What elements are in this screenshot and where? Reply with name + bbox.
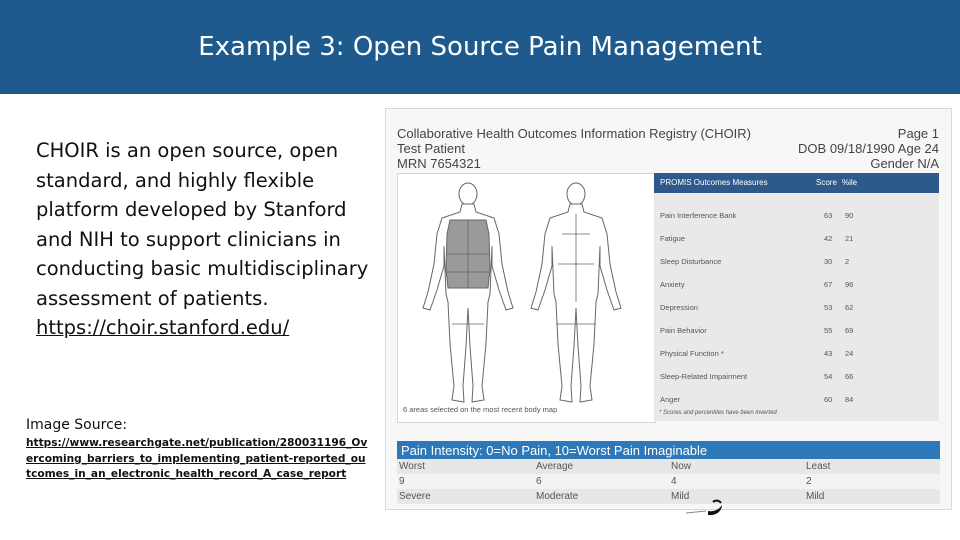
pain-cell: Average xyxy=(536,461,574,472)
promis-score: 54 xyxy=(824,372,833,381)
pain-cell: Moderate xyxy=(536,491,579,502)
promis-pct: 90 xyxy=(845,211,854,220)
promis-measure: Depression xyxy=(660,303,698,312)
promis-pct: 66 xyxy=(845,372,854,381)
promis-measure: Physical Function * xyxy=(660,349,724,358)
promis-pct: 69 xyxy=(845,326,854,335)
pain-cell: Severe xyxy=(399,491,431,502)
pain-cell: Least xyxy=(806,461,831,472)
promis-header: PROMIS Outcomes Measures Score %ile xyxy=(654,173,939,193)
promis-note: * Scores and percentiles have been inver… xyxy=(659,410,777,416)
choir-link[interactable]: https://choir.stanford.edu/ xyxy=(36,316,290,339)
image-source-link[interactable]: https://www.researchgate.net/publication… xyxy=(26,437,368,480)
promis-score: 42 xyxy=(824,234,833,243)
pain-cell: 4 xyxy=(671,476,677,487)
promis-pct: 62 xyxy=(845,303,854,312)
promis-pct: 84 xyxy=(845,395,854,404)
slide-title: Example 3: Open Source Pain Management xyxy=(198,32,762,62)
pain-cell: 6 xyxy=(536,476,542,487)
report-title: Collaborative Health Outcomes Informatio… xyxy=(397,126,752,141)
pain-cell: Mild xyxy=(671,491,690,502)
body-text-block: CHOIR is an open source, open standard, … xyxy=(36,136,376,343)
report-patient: Test Patient xyxy=(397,141,465,156)
pain-cell: Worst xyxy=(399,461,425,472)
promis-score: 55 xyxy=(824,326,833,335)
promis-score: 60 xyxy=(824,395,833,404)
body-map-caption: 6 areas selected on the most recent body… xyxy=(403,405,558,414)
promis-pct: 24 xyxy=(845,349,854,358)
body-map-figure xyxy=(422,182,622,403)
promis-score: 53 xyxy=(824,303,833,312)
promis-measure: Anxiety xyxy=(660,280,685,289)
promis-header-pct: %ile xyxy=(842,178,858,187)
body-text: CHOIR is an open source, open standard, … xyxy=(36,139,369,310)
promis-table: PROMIS Outcomes Measures Score %ile Pain… xyxy=(654,173,939,421)
promis-measure: Fatigue xyxy=(660,234,686,243)
pain-row-values: 9 6 4 2 xyxy=(397,474,940,489)
promis-score: 30 xyxy=(824,257,833,266)
pain-cell: Now xyxy=(671,461,692,472)
promis-header-score: Score xyxy=(816,178,837,187)
pain-cell: 2 xyxy=(806,476,812,487)
promis-measure: Sleep-Related Impairment xyxy=(660,372,748,381)
promis-pct: 2 xyxy=(845,257,850,266)
promis-measure: Pain Interference Bank xyxy=(660,211,737,220)
pain-row-severity: Severe Moderate Mild Mild xyxy=(397,489,940,504)
pain-intensity-title: Pain Intensity: 0=No Pain, 10=Worst Pain… xyxy=(401,443,708,458)
promis-score: 67 xyxy=(824,280,833,289)
pain-intensity-header: Pain Intensity: 0=No Pain, 10=Worst Pain… xyxy=(397,441,940,459)
body-map-panel xyxy=(397,173,656,423)
slide-header: Example 3: Open Source Pain Management xyxy=(0,0,960,94)
pain-intensity-table: Worst Average Now Least 9 6 4 2 Severe M… xyxy=(397,459,940,505)
report-dob-age: DOB 09/18/1990 Age 24 xyxy=(798,141,939,156)
promis-measure: Sleep Disturbance xyxy=(660,257,722,266)
logo-mark-icon xyxy=(686,499,722,516)
report-mrn: MRN 7654321 xyxy=(397,156,481,171)
promis-score: 63 xyxy=(824,211,833,220)
promis-pct: 96 xyxy=(845,280,854,289)
promis-measure: Anger xyxy=(660,395,681,404)
promis-measure: Pain Behavior xyxy=(660,326,707,335)
pain-cell: Mild xyxy=(806,491,825,502)
report-page: Page 1 xyxy=(897,126,939,141)
image-source-label: Image Source: xyxy=(26,417,128,433)
choir-report-image: Collaborative Health Outcomes Informatio… xyxy=(385,108,952,510)
report-gender: Gender N/A xyxy=(870,156,939,171)
promis-pct: 21 xyxy=(845,234,854,243)
pain-cell: 9 xyxy=(399,476,405,487)
promis-header-measure: PROMIS Outcomes Measures xyxy=(660,178,768,187)
pain-row-labels: Worst Average Now Least xyxy=(397,459,940,474)
promis-score: 43 xyxy=(824,349,833,358)
